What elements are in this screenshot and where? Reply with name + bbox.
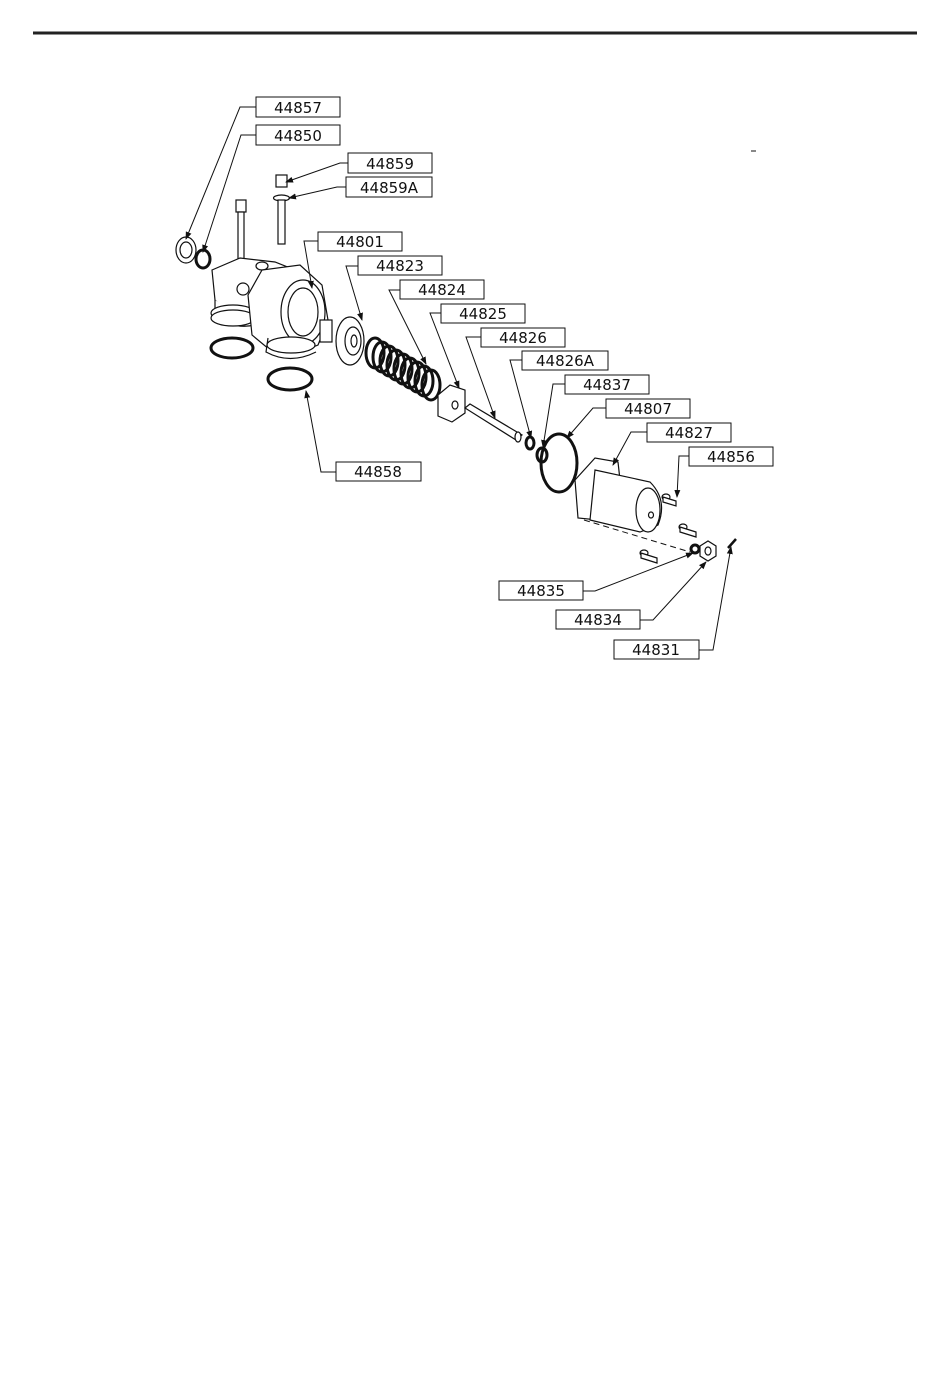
label-44859A: 44859A — [346, 177, 432, 197]
label-44826A: 44826A — [522, 351, 608, 370]
part-screw-2 — [679, 524, 696, 537]
label-44807: 44807 — [606, 399, 690, 418]
svg-text:44826: 44826 — [499, 329, 547, 347]
part-44825-shaft — [465, 404, 522, 442]
part-44857-cap — [176, 237, 196, 263]
svg-text:44825: 44825 — [459, 305, 507, 323]
svg-text:44857: 44857 — [274, 99, 322, 117]
part-44856-screw — [662, 494, 676, 506]
svg-text:44823: 44823 — [376, 257, 424, 275]
label-44801: 44801 — [318, 232, 402, 251]
svg-text:44859A: 44859A — [360, 179, 419, 197]
svg-text:44801: 44801 — [336, 233, 384, 251]
part-spring — [366, 338, 440, 400]
svg-text:44837: 44837 — [583, 376, 631, 394]
svg-text:44827: 44827 — [665, 424, 713, 442]
svg-text:44859: 44859 — [366, 155, 414, 173]
svg-text:44850: 44850 — [274, 127, 322, 145]
label-44856: 44856 — [689, 447, 773, 466]
svg-text:44824: 44824 — [418, 281, 466, 299]
label-44824: 44824 — [400, 280, 484, 299]
label-44857: 44857 — [256, 97, 340, 117]
svg-text:44826A: 44826A — [536, 352, 595, 370]
part-44824-block — [438, 385, 465, 422]
part-44831-pin — [728, 539, 736, 548]
label-44823: 44823 — [358, 256, 442, 275]
label-44825: 44825 — [441, 304, 525, 323]
label-44831: 44831 — [614, 640, 699, 659]
svg-text:44856: 44856 — [707, 448, 755, 466]
svg-text:44807: 44807 — [624, 400, 672, 418]
svg-text:44835: 44835 — [517, 582, 565, 600]
label-44826: 44826 — [481, 328, 565, 347]
part-screw-3 — [640, 550, 657, 563]
part-44823-disc — [336, 317, 364, 365]
part-44826-ring — [526, 437, 534, 449]
label-44850: 44850 — [256, 125, 340, 145]
part-44858-oring — [268, 368, 312, 390]
svg-text:44834: 44834 — [574, 611, 622, 629]
part-44807-oring — [541, 434, 577, 492]
part-44850-oring — [196, 250, 210, 268]
svg-text:44831: 44831 — [632, 641, 680, 659]
svg-text:44858: 44858 — [354, 463, 402, 481]
label-44834: 44834 — [556, 610, 640, 629]
label-44835: 44835 — [499, 581, 583, 600]
part-44835-washer — [691, 545, 699, 553]
label-44859: 44859 — [348, 153, 432, 173]
part-44834-nut — [700, 541, 716, 561]
label-44837: 44837 — [565, 375, 649, 394]
part-bolt-left — [236, 200, 246, 267]
part-44859-bolt — [274, 175, 290, 244]
part-oring-lower-left — [211, 338, 253, 358]
label-44827: 44827 — [647, 423, 731, 442]
part-44801-housing — [248, 265, 332, 359]
label-44858: 44858 — [336, 462, 421, 481]
